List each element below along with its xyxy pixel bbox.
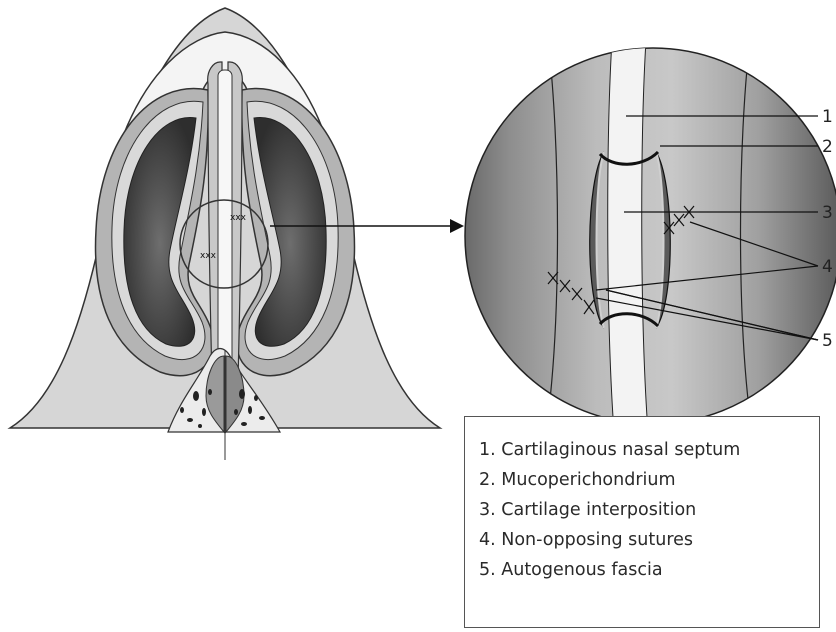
nose-cross-section: xxx xxx <box>10 8 440 460</box>
callout-3: 3 <box>822 203 833 223</box>
callout-2: 2 <box>822 137 833 157</box>
septum-suture-lower: xxx <box>200 251 217 261</box>
legend-item-1: 1. Cartilaginous nasal septum <box>479 435 819 465</box>
legend-box: 1. Cartilaginous nasal septum 2. Mucoper… <box>464 416 820 628</box>
septal-cartilage-band <box>608 40 648 432</box>
legend-item-5: 5. Autogenous fascia <box>479 555 819 585</box>
callout-5: 5 <box>822 331 833 351</box>
septum-suture-upper: xxx <box>230 213 247 223</box>
callout-4: 4 <box>822 257 833 277</box>
legend-item-4: 4. Non-opposing sutures <box>479 525 819 555</box>
magnified-view <box>465 40 836 432</box>
callout-1: 1 <box>822 107 833 127</box>
legend-item-2: 2. Mucoperichondrium <box>479 465 819 495</box>
legend-item-3: 3. Cartilage interposition <box>479 495 819 525</box>
